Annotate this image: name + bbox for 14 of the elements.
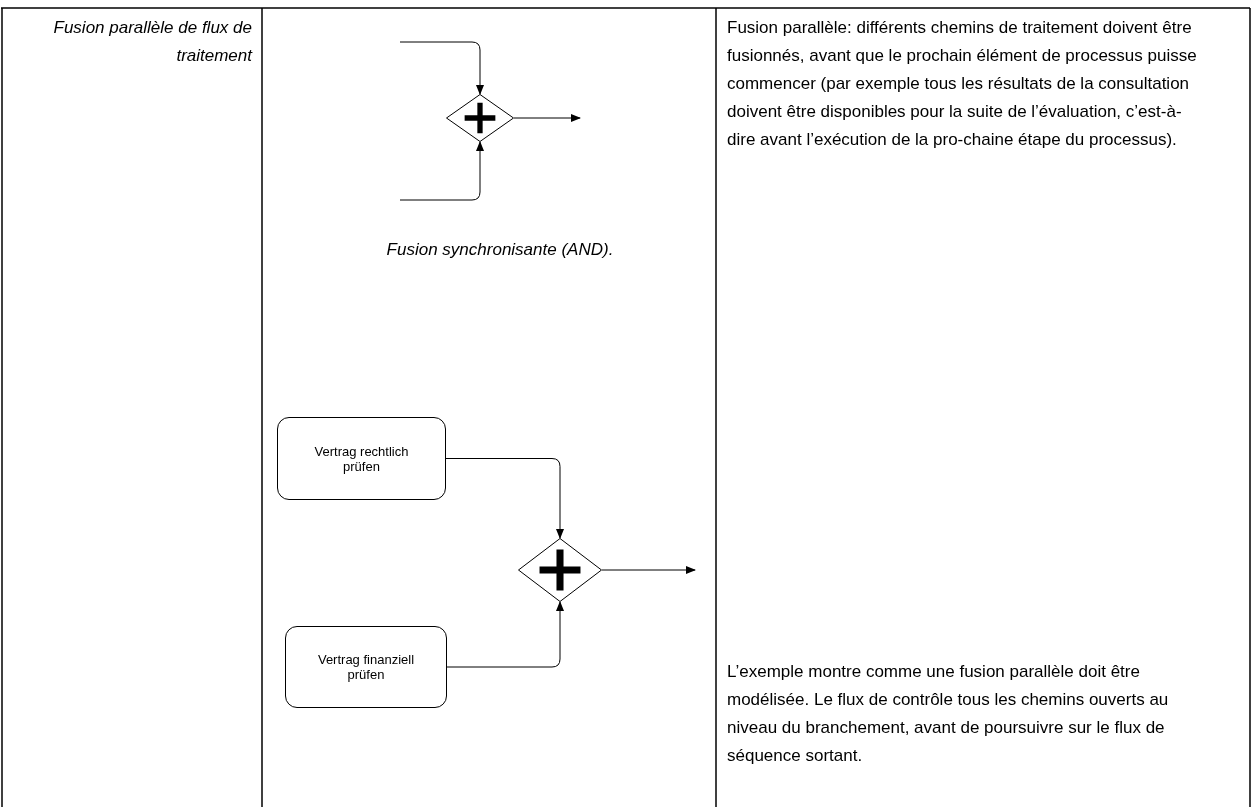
description-paragraph: Fusion parallèle: différents chemins de traitement doivent être fusionnés, avant que le prochain élément de processus puisse commencer (par exemple tous les résultats de la consultation doivent être disponibles pour la suite de l’évaluation, c’est-à-dire avant l’exécution de la pro-chaine étape du processus). [727, 17, 1198, 151]
description-paragraph: L’exemple montre comme une fusion parallèle doit être modélisée. Le flux de contrôle tous les chemins ouverts au niveau du branchement, avant de poursuivre sur le flux de séquence sortant. [727, 661, 1170, 767]
figure-caption: Fusion synchronisante (AND). [385, 239, 615, 261]
task-box: Vertrag finanziell prüfen [285, 626, 447, 708]
sequence-flow-arrow [399, 41, 484, 95]
sequence-flow-arrow [445, 458, 564, 539]
parallel-gateway [446, 94, 514, 142]
parallel-gateway [518, 538, 602, 602]
sequence-flow-arrow [446, 601, 564, 668]
row-heading: Fusion parallèle de flux de traitement [52, 17, 252, 67]
sequence-flow-arrow [601, 566, 696, 574]
sequence-flow-arrow [399, 141, 484, 201]
task-box: Vertrag rechtlich prüfen [277, 417, 446, 500]
sequence-flow-arrow [513, 114, 581, 122]
